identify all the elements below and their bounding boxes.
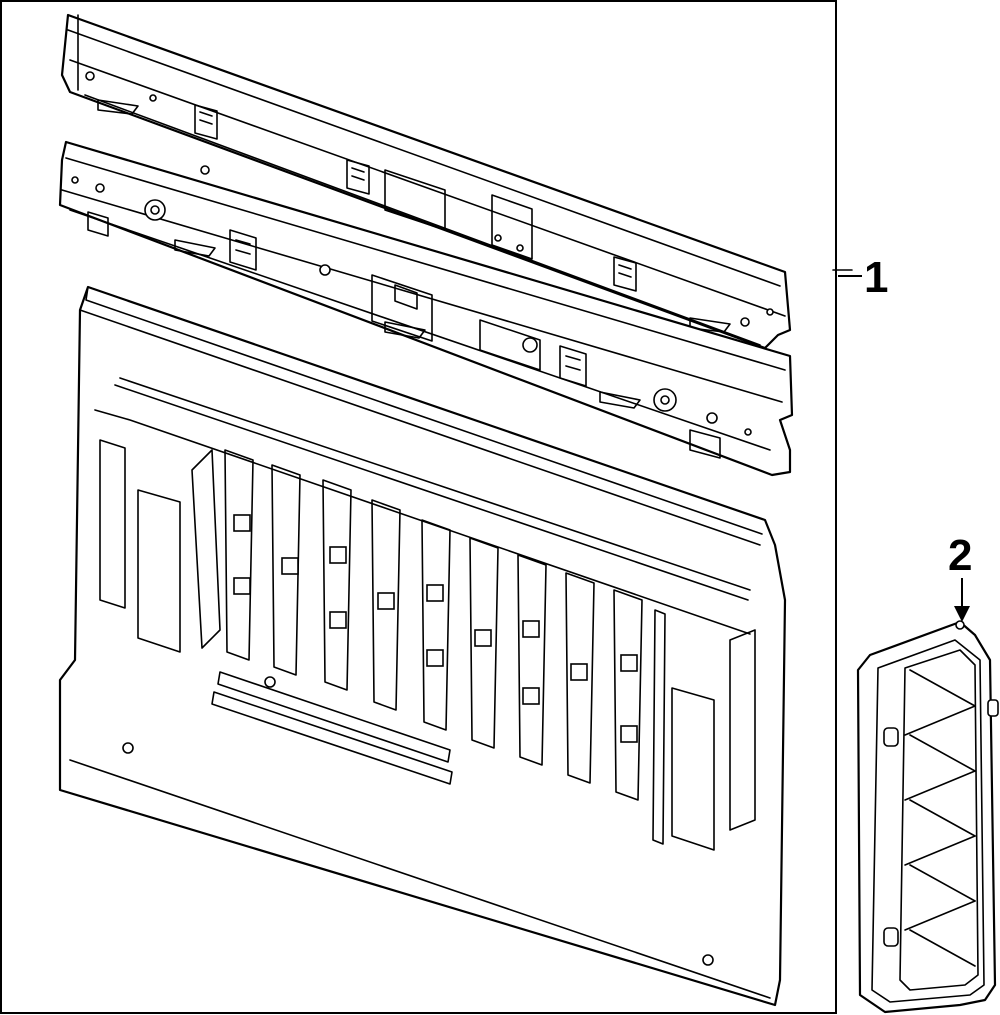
callout-1: 1	[832, 253, 888, 302]
vent-part	[856, 620, 999, 1014]
callout-2-arrowhead	[954, 606, 970, 622]
callout-1-label: 1	[864, 253, 888, 302]
diagram-frame	[0, 0, 837, 1014]
lower-rail	[58, 140, 794, 477]
upper-rail	[60, 13, 792, 350]
callout-2-label: 2	[948, 531, 972, 580]
back-panel	[58, 285, 787, 1007]
callout-2: 2	[948, 531, 972, 622]
